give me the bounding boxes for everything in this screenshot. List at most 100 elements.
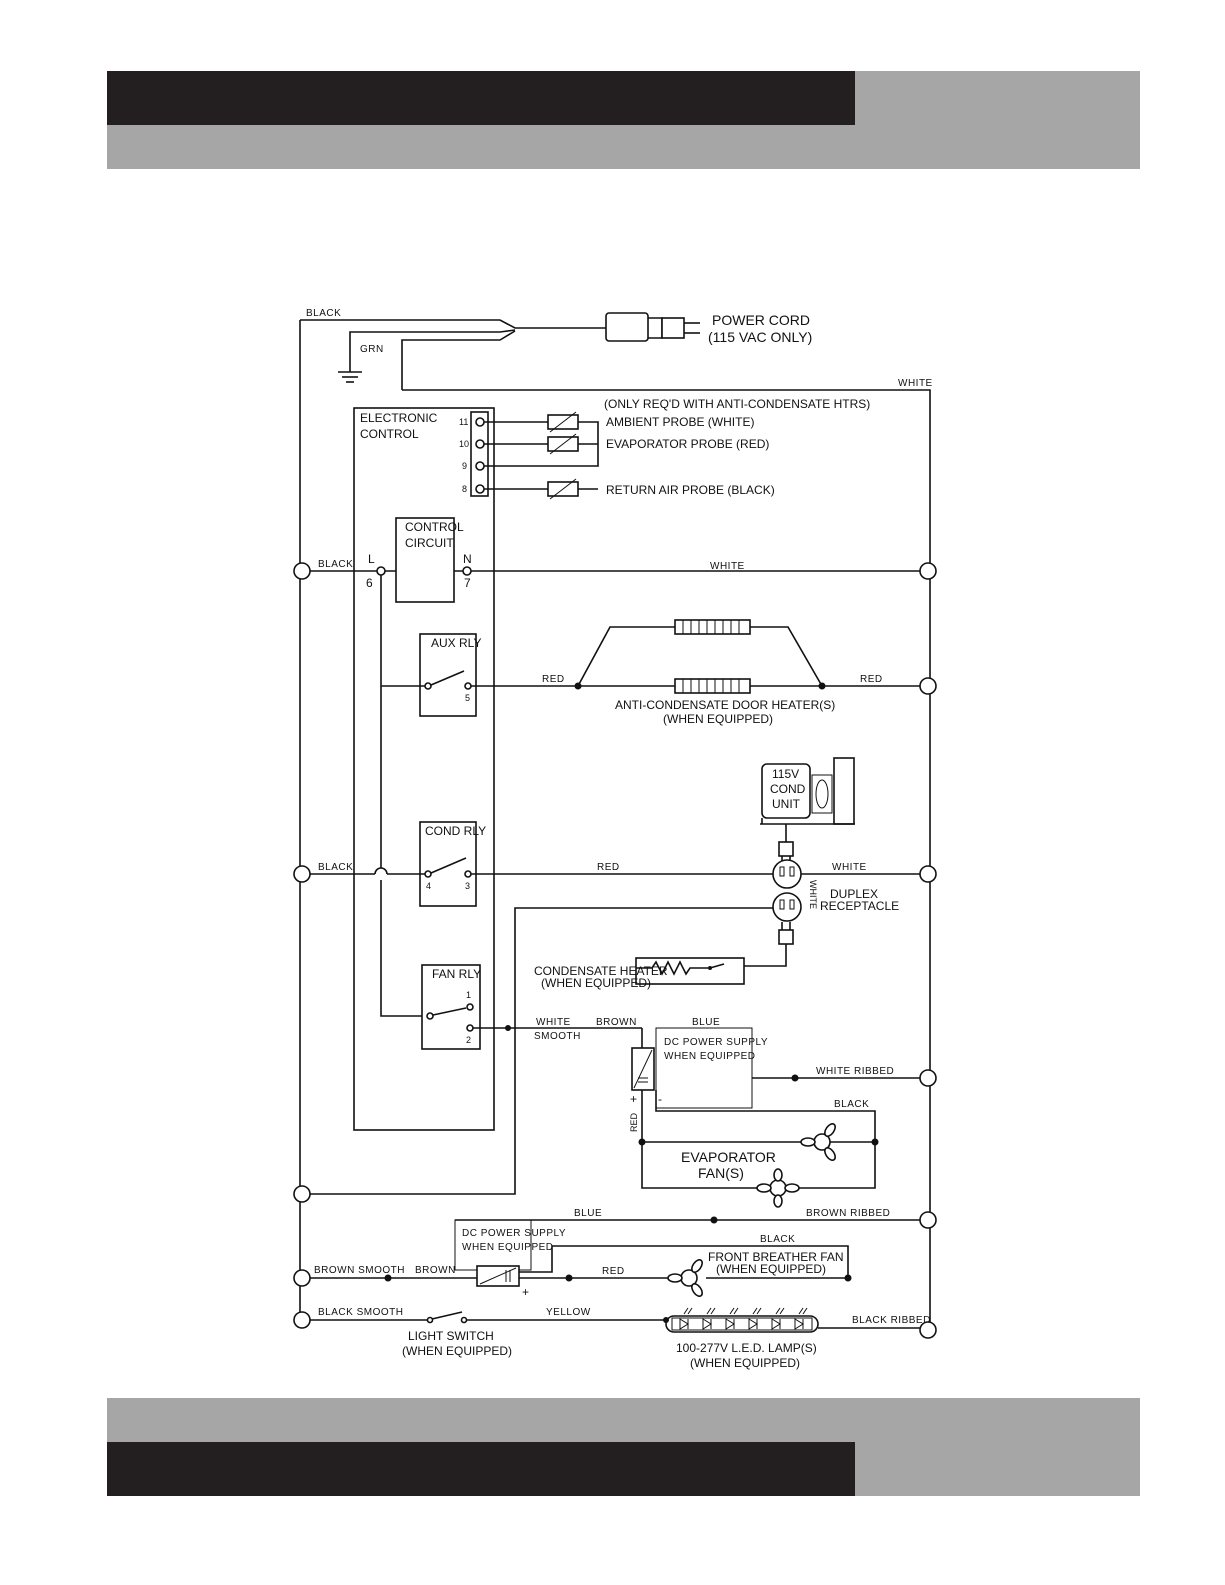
svg-text:N: N: [463, 552, 472, 566]
dc-supply-1-label: DC POWER SUPPLY: [664, 1037, 768, 1048]
wire-label-blue-front: BLUE: [574, 1208, 602, 1219]
wire-label-black-l: BLACK: [318, 559, 353, 570]
footer-gray-band: [107, 1398, 1140, 1442]
dc-supply-2-box: [476, 1265, 520, 1287]
door-heater-label-2: (WHEN EQUIPPED): [663, 712, 773, 726]
footer-gray-band-right: [855, 1442, 1140, 1496]
svg-text:9: 9: [462, 461, 467, 471]
led-lamp-label-2: (WHEN EQUIPPED): [690, 1356, 800, 1370]
electronic-control-label: ELECTRONIC: [360, 411, 438, 425]
wire-label-black-front: BLACK: [760, 1234, 795, 1245]
condensate-heater: [635, 957, 745, 985]
wire-label-white-smooth: WHITE: [536, 1017, 571, 1028]
condensing-unit: 115V COND UNIT: [760, 757, 855, 825]
svg-text:3: 3: [465, 881, 470, 891]
evaporator-probe-label: EVAPORATOR PROBE (RED): [606, 437, 769, 451]
svg-text:-: -: [658, 1092, 662, 1106]
wire-label-brown-smooth: BROWN SMOOTH: [314, 1265, 405, 1276]
wire-label-red-right: RED: [860, 674, 883, 685]
door-heater-element-top: [674, 619, 751, 635]
wire-label-white-top: WHITE: [898, 378, 933, 389]
svg-text:WHITE: WHITE: [808, 880, 818, 909]
door-heater-label: ANTI-CONDENSATE DOOR HEATER(S): [615, 698, 835, 712]
dc-supply-2-label-2: WHEN EQUIPPED: [462, 1242, 554, 1253]
wire-label-black-top: BLACK: [306, 308, 341, 319]
wire-label-blue-fan: BLUE: [692, 1017, 720, 1028]
light-switch-label-2: (WHEN EQUIPPED): [402, 1344, 512, 1358]
cond-relay-box: [419, 821, 477, 907]
wire-label-red-vertical: RED: [629, 1112, 639, 1132]
wire-label-black-smooth: BLACK SMOOTH: [318, 1307, 403, 1318]
light-switch-label: LIGHT SWITCH: [408, 1329, 494, 1343]
electronic-control-label-2: CONTROL: [360, 427, 419, 441]
svg-text:4: 4: [426, 881, 431, 891]
cond-unit-plug: [778, 841, 794, 862]
aux-relay-label: AUX RLY: [431, 636, 481, 650]
light-switch: [426, 1311, 468, 1324]
svg-text:115V: 115V: [772, 767, 799, 781]
power-cord: POWER CORD (115 VAC ONLY): [300, 312, 812, 390]
ambient-probe-label: AMBIENT PROBE (WHITE): [606, 415, 754, 429]
svg-text:8: 8: [462, 484, 467, 494]
svg-text:COND: COND: [770, 782, 806, 796]
svg-text:-: -: [522, 1264, 526, 1278]
condensate-heater-label-2: (WHEN EQUIPPED): [541, 976, 651, 990]
return-air-probe-label: RETURN AIR PROBE (BLACK): [606, 483, 775, 497]
duplex-receptacle: WHITE DUPLEX RECEPTACLE: [772, 859, 899, 922]
evaporator-fan-2: [756, 1168, 800, 1208]
wire-label-white-smooth-2: SMOOTH: [534, 1031, 581, 1042]
wire-label-grn: GRN: [360, 344, 384, 355]
evaporator-fan-label: EVAPORATOR: [681, 1149, 776, 1165]
led-lamp-label: 100-277V L.E.D. LAMP(S): [676, 1341, 817, 1355]
wire-label-yellow: YELLOW: [546, 1307, 591, 1318]
svg-text:UNIT: UNIT: [772, 797, 801, 811]
led-lamp: [663, 1307, 819, 1333]
header-dark-band: [107, 71, 855, 125]
power-cord-voltage: (115 VAC ONLY): [708, 329, 812, 345]
header-gray-band: [107, 125, 1140, 169]
header-gray-band-right: [855, 71, 1140, 125]
evaporator-fan-1: [800, 1123, 836, 1161]
aux-relay-box: [419, 633, 477, 717]
dc-supply-1-label-2: WHEN EQUIPPED: [664, 1051, 756, 1062]
dc-supply-2-label: DC POWER SUPPLY: [462, 1228, 566, 1239]
svg-text:10: 10: [459, 439, 469, 449]
front-breather-fan-label-2: (WHEN EQUIPPED): [716, 1262, 826, 1276]
wire-label-red-aux: RED: [542, 674, 565, 685]
svg-text:DUPLEX: DUPLEX: [830, 887, 878, 901]
wire-label-white-ribbed: WHITE RIBBED: [816, 1066, 894, 1077]
ground-symbol: [338, 371, 362, 383]
control-circuit-label-2: CIRCUIT: [405, 536, 454, 550]
svg-text:+: +: [522, 1285, 529, 1299]
wire-label-brown-dc: BROWN: [415, 1265, 456, 1276]
wire-label-white-n: WHITE: [710, 561, 745, 572]
evaporator-fan-label-2: FAN(S): [698, 1165, 744, 1181]
wire-label-black-evap: BLACK: [834, 1099, 869, 1110]
front-breather-fan: [667, 1259, 703, 1297]
footer-dark-band: [107, 1442, 855, 1496]
wire-label-white-cond: WHITE: [832, 862, 867, 873]
condensate-heater-label: CONDENSATE HEATER: [534, 964, 668, 978]
dc-supply-1-box: [631, 1047, 655, 1091]
svg-text:RECEPTACLE: RECEPTACLE: [820, 899, 899, 913]
probe-note: (ONLY REQ'D WITH ANTI-CONDENSATE HTRS): [604, 397, 870, 411]
wire-label-red-cond: RED: [597, 862, 620, 873]
wire-label-brown-fan: BROWN: [596, 1017, 637, 1028]
wire-label-black-ribbed: BLACK RIBBED: [852, 1315, 931, 1326]
front-breather-fan-label: FRONT BREATHER FAN: [708, 1250, 844, 1264]
wire-label-black-cond: BLACK: [318, 862, 353, 873]
return-air-probe-thermistor: [547, 478, 579, 500]
fan-relay-label: FAN RLY: [432, 967, 481, 981]
ambient-probe-thermistor: [547, 411, 579, 433]
door-heater-element-bottom: [674, 678, 751, 694]
control-circuit-box: [395, 517, 455, 603]
svg-text:6: 6: [366, 576, 373, 590]
svg-text:5: 5: [465, 693, 470, 703]
svg-text:L: L: [368, 552, 375, 566]
svg-text:2: 2: [466, 1035, 471, 1045]
svg-text:1: 1: [466, 990, 471, 1000]
condensate-heater-plug: [778, 922, 794, 945]
right-terminals: [919, 562, 937, 1339]
svg-text:+: +: [630, 1092, 637, 1106]
